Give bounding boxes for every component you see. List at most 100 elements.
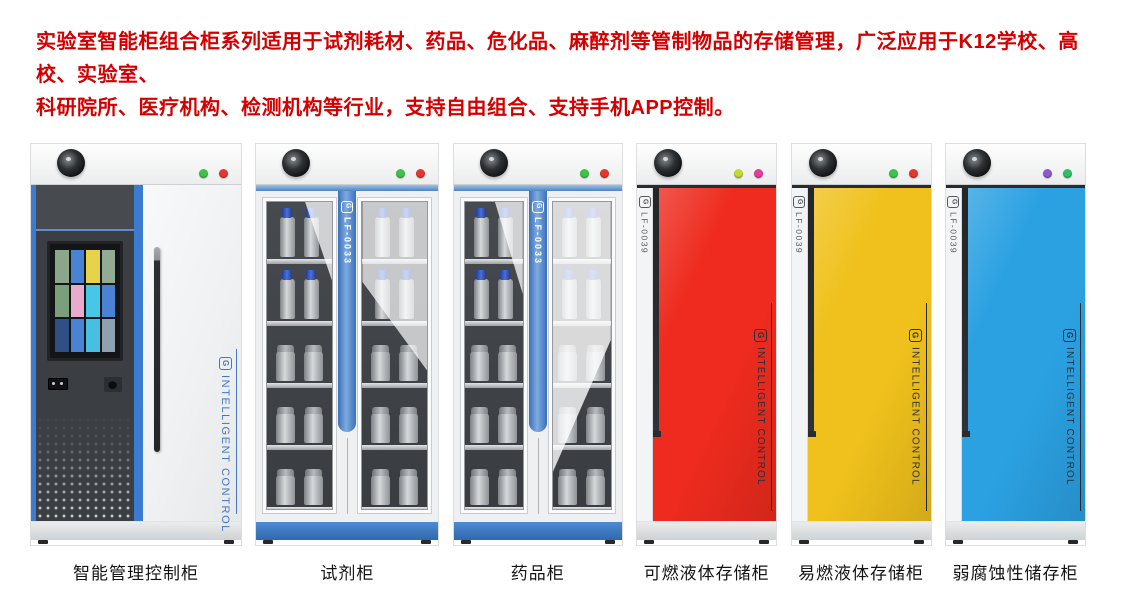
cabinet-label: 可燃液体存储柜: [643, 564, 770, 583]
camera-icon: [808, 149, 837, 177]
indicator-lights: [199, 169, 228, 178]
model-strip: GLF-0039: [637, 188, 654, 521]
jar-icon: [276, 345, 296, 381]
shelf: [464, 321, 523, 326]
bottle-icon: [586, 270, 602, 319]
glass-door-left[interactable]: [262, 197, 338, 514]
cabinet-top-panel: [945, 144, 1085, 185]
cabinet-medicine-figure: GLF-0033: [452, 143, 623, 546]
control-buttons-row: [48, 370, 122, 398]
camera-icon: [962, 149, 991, 177]
power-button[interactable]: [104, 376, 122, 392]
cabinet-label: 试剂柜: [320, 564, 375, 583]
cabinet-label: 药品柜: [510, 564, 565, 583]
door-accent-line: [925, 303, 927, 511]
camera-icon: [479, 149, 508, 177]
glass-door-right[interactable]: [547, 197, 616, 514]
cabinet-base: [453, 522, 622, 540]
shelf: [464, 259, 523, 264]
door-divider: GLF-0033: [337, 191, 357, 514]
brand-logo-icon: G: [947, 196, 960, 208]
door-handle-icon[interactable]: [154, 247, 160, 452]
jar-icon: [586, 345, 606, 381]
cabinet-door[interactable]: GINTELLIGENT CONTROL: [143, 185, 241, 533]
jar-icon: [470, 345, 490, 381]
cabinet-corrosive-figure: GLF-0039 GINTELLIGENT CONTROL: [944, 143, 1086, 546]
brand-logo-icon: G: [754, 329, 768, 342]
divider-bar: GLF-0033: [528, 191, 547, 432]
bottle-icon: [498, 270, 514, 319]
cabinet-door[interactable]: GINTELLIGENT CONTROL: [807, 188, 931, 521]
door-handle-icon[interactable]: [807, 188, 816, 438]
glass-door-left[interactable]: [459, 197, 528, 514]
cabinet-base: [31, 521, 241, 540]
indicator-light-green: [396, 169, 406, 178]
door-accent-line: [1079, 303, 1081, 511]
cabinet-feet: [791, 540, 931, 545]
cabinet-top-panel: [453, 144, 622, 185]
bottle-icon: [562, 270, 578, 319]
indicator-light-green: [199, 169, 208, 178]
jar-icon: [399, 407, 419, 443]
brand-logo-icon: G: [219, 357, 232, 370]
description-line1: 实验室智能柜组合柜系列适用于试剂耗材、药品、危化品、麻醉剂等管制物品的存储管理，…: [36, 31, 1079, 86]
cabinet-door[interactable]: GINTELLIGENT CONTROL: [961, 188, 1085, 521]
indicator-light-purple: [1042, 169, 1052, 178]
door-interior: [463, 201, 524, 510]
cabinet-flammable-figure: GLF-0039 GINTELLIGENT CONTROL: [790, 143, 932, 546]
shelf: [267, 259, 333, 264]
touchscreen[interactable]: [47, 241, 123, 361]
door-accent-line: [771, 303, 773, 511]
brand-logo-icon: G: [341, 201, 354, 213]
jar-icon: [558, 345, 578, 381]
bottle-icon: [586, 208, 602, 257]
jar-icon: [558, 469, 578, 505]
cabinet-control-figure: GINTELLIGENT CONTROL: [30, 143, 242, 546]
model-strip: GLF-0039: [791, 188, 808, 521]
bottle-icon: [280, 208, 296, 257]
camera-icon: [654, 149, 683, 177]
cabinet-body: GLF-0033: [256, 191, 439, 522]
cabinet-top-panel: [256, 144, 439, 185]
bottle-icon: [399, 270, 415, 319]
cabinet-base: [637, 521, 777, 540]
description-line2: 科研院所、医疗机构、检测机构等行业，支持自由组合、支持手机APP控制。: [36, 97, 735, 119]
shelf: [267, 321, 333, 326]
camera-icon: [282, 149, 311, 177]
glass-door-right[interactable]: [357, 197, 433, 514]
indicator-lights: [734, 169, 764, 178]
brand-text: GINTELLIGENT CONTROL: [219, 357, 232, 533]
door-handle-icon[interactable]: [961, 188, 970, 438]
cabinet-top-panel: [31, 144, 241, 185]
screen-tiles: [55, 250, 115, 352]
cabinet-base: [256, 522, 439, 540]
control-panel: [31, 185, 143, 521]
indicator-light-red: [599, 169, 609, 178]
brand-logo-icon: G: [1062, 329, 1076, 342]
bottle-icon: [304, 208, 320, 257]
cabinet-feet: [453, 540, 622, 545]
shelf: [464, 507, 523, 509]
cabinet-reagent-figure: GLF-0033: [255, 143, 440, 546]
door-handle-icon[interactable]: [653, 188, 662, 438]
indicator-lights: [396, 169, 426, 178]
indicator-light-magenta: [754, 169, 764, 178]
cabinet-combustible-figure: GLF-0039 GINTELLIGENT CONTROL: [636, 143, 778, 546]
product-section: 实验室智能柜组合柜系列适用于试剂耗材、药品、危化品、麻醉剂等管制物品的存储管理，…: [0, 26, 1136, 584]
jar-icon: [586, 407, 606, 443]
cabinet-door[interactable]: GINTELLIGENT CONTROL: [653, 188, 777, 521]
brand-text: GINTELLIGENT CONTROL: [908, 329, 922, 509]
bottle-icon: [304, 270, 320, 319]
cabinet-combustible: GLF-0039 GINTELLIGENT CONTROL 可燃液体存储柜: [636, 143, 778, 584]
brand-logo-icon: G: [908, 329, 922, 342]
divider-bar: GLF-0033: [338, 191, 357, 432]
brand-logo-icon: G: [638, 196, 651, 208]
jar-icon: [276, 407, 296, 443]
jar-icon: [276, 469, 296, 505]
card-reader-slot[interactable]: [48, 378, 68, 390]
bottle-icon: [474, 208, 490, 257]
shelf: [552, 507, 611, 509]
jar-icon: [558, 407, 578, 443]
brand-logo-icon: G: [531, 201, 544, 213]
jar-icon: [498, 469, 518, 505]
